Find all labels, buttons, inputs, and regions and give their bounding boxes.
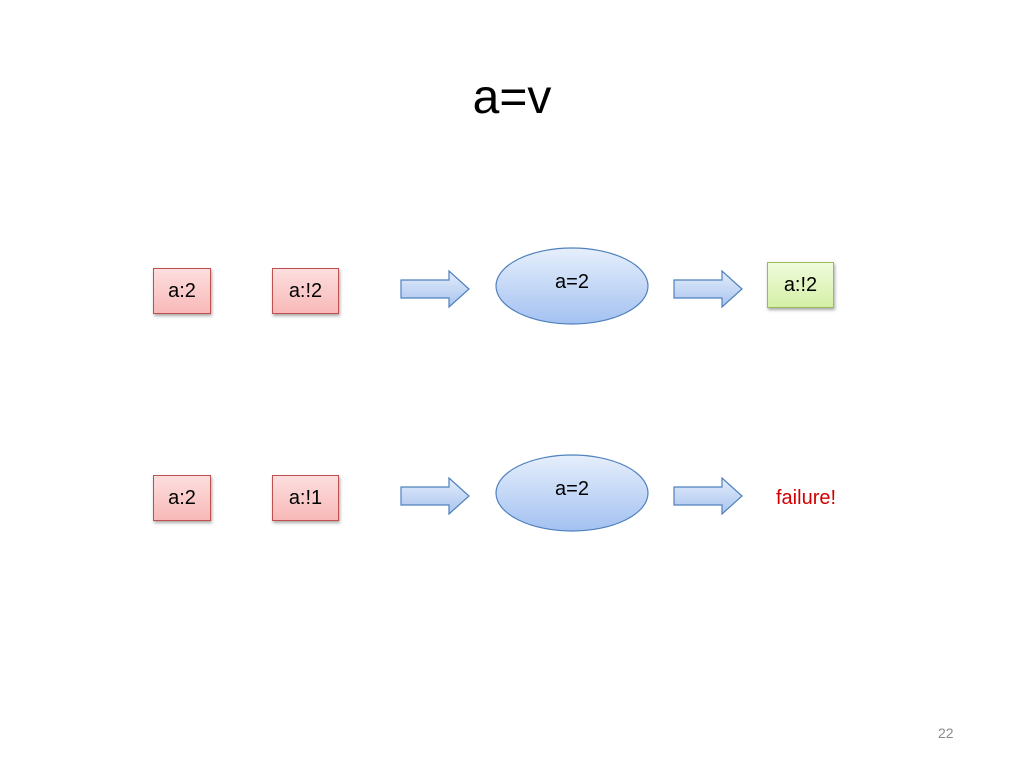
right-arrow-icon — [400, 476, 470, 516]
operation-node — [495, 247, 649, 325]
operation-node-label: a=2 — [555, 478, 589, 500]
output-token: a:!2 — [767, 262, 834, 308]
right-arrow-icon — [673, 476, 743, 516]
page-number: 22 — [938, 725, 954, 741]
slide-title: a=v — [472, 71, 552, 124]
diagram-row-2: a:2 a:!1 a=2 — [0, 452, 1024, 542]
input-token: a:2 — [153, 475, 211, 521]
input-token: a:!1 — [272, 475, 339, 521]
operation-node — [495, 454, 649, 532]
operation-node-label: a=2 — [555, 271, 589, 293]
right-arrow-icon — [400, 269, 470, 309]
failure-result-text: failure! — [776, 487, 837, 509]
input-token: a:!2 — [272, 268, 339, 314]
right-arrow-icon — [673, 269, 743, 309]
input-token: a:2 — [153, 268, 211, 314]
diagram-row-1: a:2 a:!2 a=2 — [0, 245, 1024, 335]
